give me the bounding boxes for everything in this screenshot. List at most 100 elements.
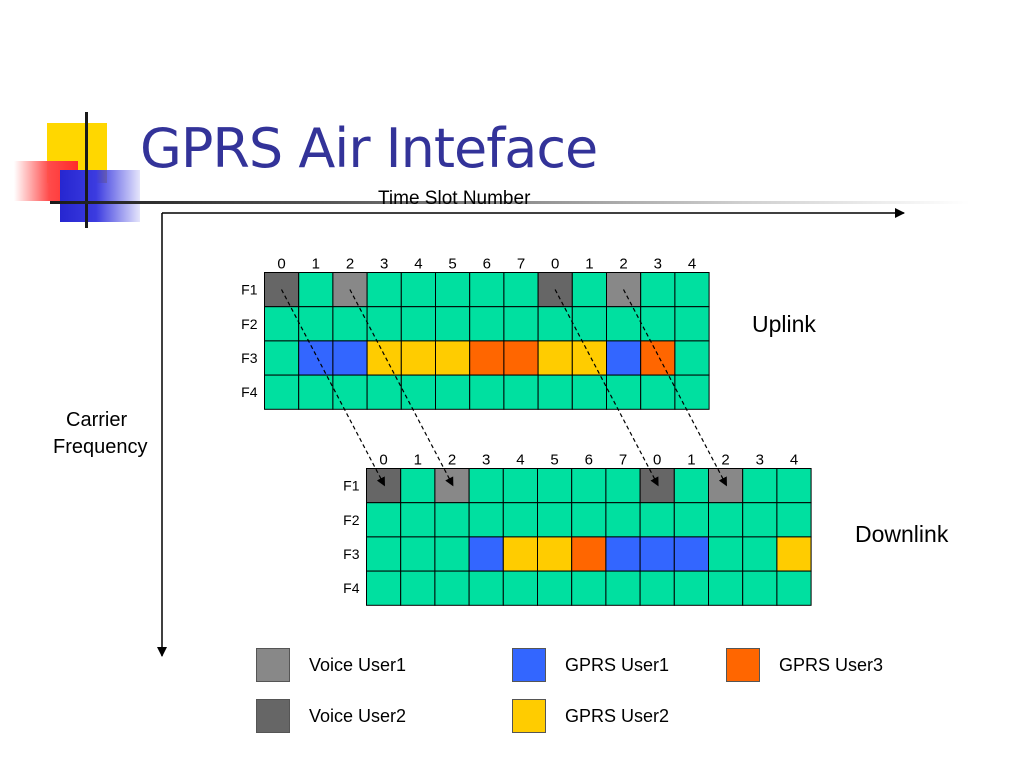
uplink-cell-1-9 — [571, 272, 607, 308]
downlink-cell-1-3 — [468, 468, 504, 504]
legend-swatch-gprs-user1 — [512, 648, 546, 682]
uplink-cell-3-0 — [264, 340, 300, 376]
legend-swatch-gprs-user2 — [512, 699, 546, 733]
uplink-cell-4-11 — [640, 374, 676, 410]
downlink-slot-label: 7 — [619, 452, 627, 469]
uplink-cell-3-6 — [469, 340, 505, 376]
uplink-cell-2-4 — [400, 306, 436, 342]
uplink-slot-label: 3 — [380, 256, 388, 273]
uplink-cell-2-6 — [469, 306, 505, 342]
title-underline — [50, 201, 970, 204]
uplink-cell-2-5 — [435, 306, 471, 342]
downlink-cell-4-6 — [571, 570, 607, 606]
uplink-cell-4-1 — [298, 374, 334, 410]
uplink-slot-label: 5 — [448, 256, 456, 273]
downlink-cell-3-7 — [605, 536, 641, 572]
uplink-cell-2-10 — [606, 306, 642, 342]
uplink-cell-1-5 — [435, 272, 471, 308]
downlink-cell-4-2 — [434, 570, 470, 606]
link-arrow-2 — [349, 289, 454, 487]
uplink-cell-3-8 — [537, 340, 573, 376]
downlink-cell-2-9 — [673, 502, 709, 538]
downlink-cell-2-5 — [537, 502, 573, 538]
uplink-cell-1-12 — [674, 272, 710, 308]
uplink-cell-4-0 — [264, 374, 300, 410]
downlink-cell-1-12 — [776, 468, 812, 504]
uplink-cell-4-5 — [435, 374, 471, 410]
uplink-frequency-label: F1 — [241, 282, 258, 298]
decor-vertical-line — [85, 112, 88, 228]
uplink-cell-2-0 — [264, 306, 300, 342]
downlink-cell-3-4 — [502, 536, 538, 572]
uplink-slot-label: 0 — [551, 256, 559, 273]
uplink-cell-3-7 — [503, 340, 539, 376]
uplink-cell-4-9 — [571, 374, 607, 410]
uplink-slot-label: 4 — [688, 256, 696, 273]
link-arrow-1 — [280, 289, 386, 487]
uplink-slot-label: 1 — [585, 256, 593, 273]
uplink-label: Uplink — [752, 311, 816, 337]
downlink-cell-1-10 — [708, 468, 744, 504]
uplink-cell-3-12 — [674, 340, 710, 376]
uplink-slot-label: 7 — [517, 256, 525, 273]
downlink-cell-4-8 — [639, 570, 675, 606]
uplink-cell-4-4 — [400, 374, 436, 410]
legend-swatch-voice-user1 — [256, 648, 290, 682]
uplink-cell-2-3 — [366, 306, 402, 342]
y-axis-label-line1: Carrier — [66, 409, 128, 431]
uplink-cell-1-11 — [640, 272, 676, 308]
downlink-cell-3-11 — [742, 536, 778, 572]
legend-label-voice-user1: Voice User1 — [309, 655, 407, 675]
downlink-cell-4-1 — [400, 570, 436, 606]
downlink-cell-3-10 — [708, 536, 744, 572]
uplink-cell-3-1 — [298, 340, 334, 376]
link-arrow-3 — [554, 289, 659, 487]
downlink-cell-2-4 — [502, 502, 538, 538]
uplink-cell-2-12 — [674, 306, 710, 342]
downlink-slot-label: 5 — [550, 452, 558, 469]
uplink-cell-3-10 — [606, 340, 642, 376]
legend-swatch-gprs-user3 — [726, 648, 760, 682]
downlink-cell-2-7 — [605, 502, 641, 538]
downlink-slot-label: 1 — [687, 452, 695, 469]
decor-blue-bar — [60, 170, 140, 222]
uplink-cell-1-1 — [298, 272, 334, 308]
downlink-cell-4-0 — [366, 570, 402, 606]
legend-label-gprs-user1: GPRS User1 — [565, 655, 670, 675]
uplink-cell-4-10 — [606, 374, 642, 410]
downlink-cell-3-12 — [776, 536, 812, 572]
uplink-cell-2-11 — [640, 306, 676, 342]
uplink-cell-3-2 — [332, 340, 368, 376]
downlink-cell-3-6 — [571, 536, 607, 572]
downlink-cell-4-9 — [673, 570, 709, 606]
downlink-slot-label: 3 — [756, 452, 764, 469]
uplink-cell-3-11 — [640, 340, 676, 376]
uplink-frequency-label: F3 — [241, 350, 258, 366]
legend-label-voice-user2: Voice User2 — [309, 706, 407, 726]
downlink-cell-1-2 — [434, 468, 470, 504]
downlink-cell-3-9 — [673, 536, 709, 572]
downlink-cell-4-3 — [468, 570, 504, 606]
uplink-cell-3-4 — [400, 340, 436, 376]
y-axis-label-line2: Frequency — [53, 436, 148, 458]
downlink-slot-label: 3 — [482, 452, 490, 469]
uplink-frequency-label: F2 — [241, 316, 258, 332]
downlink-frequency-label: F3 — [343, 546, 360, 562]
uplink-cell-4-7 — [503, 374, 539, 410]
downlink-cell-2-0 — [366, 502, 402, 538]
legend-swatch-voice-user2 — [256, 699, 290, 733]
uplink-cell-2-8 — [537, 306, 573, 342]
downlink-cell-3-1 — [400, 536, 436, 572]
downlink-cell-4-5 — [537, 570, 573, 606]
downlink-slot-label: 0 — [653, 452, 661, 469]
downlink-cell-3-5 — [537, 536, 573, 572]
downlink-cell-1-7 — [605, 468, 641, 504]
uplink-cell-2-2 — [332, 306, 368, 342]
uplink-cell-1-3 — [366, 272, 402, 308]
uplink-cell-2-9 — [571, 306, 607, 342]
uplink-slot-label: 1 — [312, 256, 320, 273]
link-arrow-4 — [622, 289, 728, 487]
downlink-cell-3-2 — [434, 536, 470, 572]
